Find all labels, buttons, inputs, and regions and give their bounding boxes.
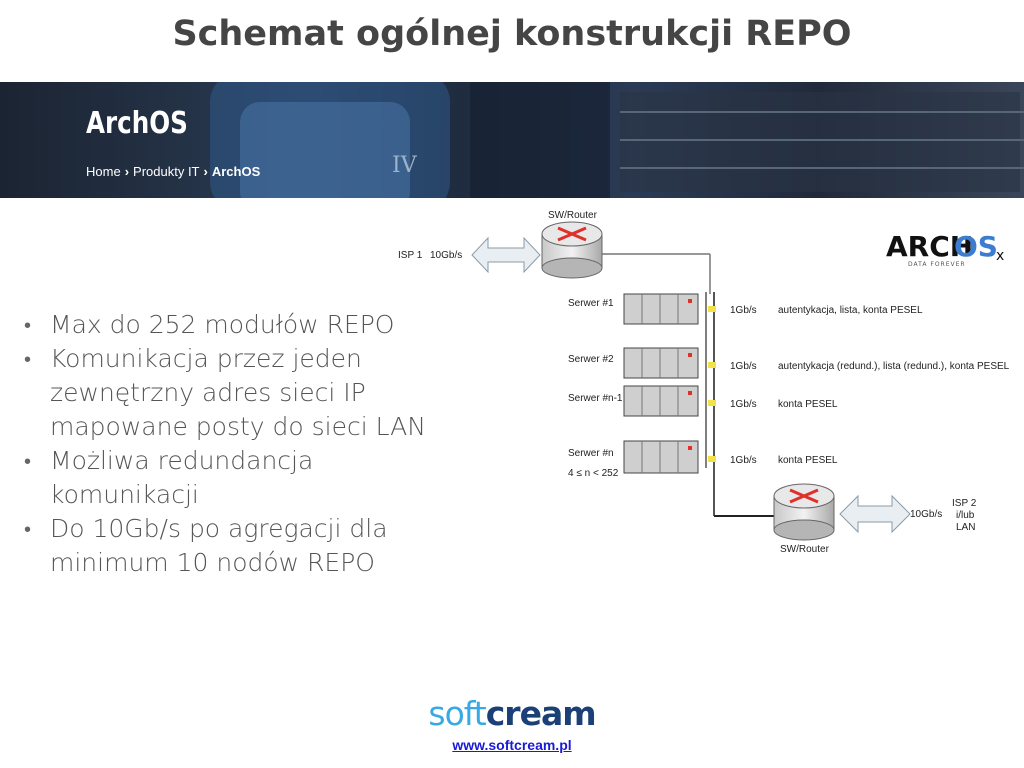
svg-text:SW/Router: SW/Router	[548, 210, 598, 221]
slide-title: Schemat ogólnej konstrukcji REPO	[172, 14, 852, 54]
svg-text:1Gb/s: 1Gb/s	[730, 455, 757, 466]
svg-text:Serwer #n: Serwer #n	[568, 448, 614, 459]
range-note: 4 ≤ n < 252	[568, 468, 619, 479]
bullet-item: Max do 252 modułów REPO	[22, 308, 442, 342]
softcream-logo: softcream	[428, 694, 596, 733]
isp1-speed: 10Gb/s	[430, 250, 462, 261]
server-icon	[623, 347, 699, 379]
router-bottom: SW/Router	[773, 483, 835, 555]
svg-text:1Gb/s: 1Gb/s	[730, 305, 757, 316]
server-icon	[623, 440, 699, 474]
breadcrumb-home[interactable]: Home	[86, 164, 121, 179]
router-top: SW/Router	[541, 210, 603, 279]
breadcrumb-current: ArchOS	[211, 164, 261, 179]
svg-text:Serwer #1: Serwer #1	[568, 298, 614, 309]
isp2-label: i/lub	[956, 510, 975, 521]
archos-logo: ARCH OS x DATA FOREVER	[886, 230, 1004, 268]
chevron-right-icon: ›	[203, 164, 208, 179]
server-row: Serwer #n 4 ≤ n < 252 1Gb/s konta PESEL	[568, 440, 838, 479]
breadcrumb-produkty[interactable]: Produkty IT	[133, 164, 200, 179]
server-row: Serwer #n-1 1Gb/s konta PESEL	[568, 385, 838, 417]
svg-text:ARCH: ARCH	[886, 230, 973, 263]
svg-text:1Gb/s: 1Gb/s	[730, 399, 757, 410]
svg-text:1Gb/s: 1Gb/s	[730, 361, 757, 372]
breadcrumb: Home›Produkty IT›ArchOS	[86, 164, 260, 179]
server-row: Serwer #1 1Gb/s autentykacja, lista, kon…	[568, 293, 923, 325]
svg-text:Serwer #2: Serwer #2	[568, 354, 614, 365]
isp1-label: ISP 1	[398, 250, 423, 261]
svg-text:IV: IV	[392, 153, 418, 178]
isp2-double-arrow-icon	[839, 494, 911, 534]
bullet-item: Komunikacja przez jeden zewnętrzny adres…	[22, 342, 442, 444]
svg-text:Serwer #n-1: Serwer #n-1	[568, 393, 623, 404]
server-icon	[623, 293, 699, 325]
svg-text:SW/Router: SW/Router	[780, 544, 830, 555]
svg-text:DATA FOREVER: DATA FOREVER	[908, 261, 966, 268]
server-rack-background: IV	[210, 82, 1024, 198]
router-arrows-icon	[789, 488, 819, 504]
svg-text:autentykacja, lista, konta PES: autentykacja, lista, konta PESEL	[778, 305, 923, 316]
chevron-right-icon: ›	[124, 164, 130, 179]
bullet-item: Do 10Gb/s po agregacji dla minimum 10 no…	[22, 512, 442, 580]
server-row: Serwer #2 1Gb/s autentykacja (redund.), …	[568, 347, 1010, 379]
svg-text:OS: OS	[954, 230, 998, 263]
network-diagram: SW/Router ISP 1 10Gb/s ARCH OS x DATA FO…	[398, 210, 1010, 555]
archos-banner: IV ArchOS Home›Produkty IT›ArchOS	[0, 82, 1024, 198]
isp2-label: ISP 2	[952, 498, 977, 509]
banner-heading: ArchOS	[86, 106, 188, 141]
server-icon	[623, 385, 699, 417]
website-link[interactable]: www.softcream.pl	[452, 737, 572, 753]
svg-text:autentykacja (redund.), lista: autentykacja (redund.), lista (redund.),…	[778, 361, 1010, 372]
isp2-label: LAN	[956, 522, 975, 533]
svg-text:konta PESEL: konta PESEL	[778, 399, 838, 410]
svg-text:x: x	[996, 248, 1004, 264]
bullet-list: Max do 252 modułów REPO Komunikacja prze…	[22, 308, 442, 580]
isp1-double-arrow-icon	[471, 236, 541, 274]
bullet-item: Możliwa redundancja komunikacji	[22, 444, 442, 512]
router-arrows-icon	[557, 226, 587, 242]
svg-text:konta PESEL: konta PESEL	[778, 455, 838, 466]
isp2-speed: 10Gb/s	[910, 509, 942, 520]
